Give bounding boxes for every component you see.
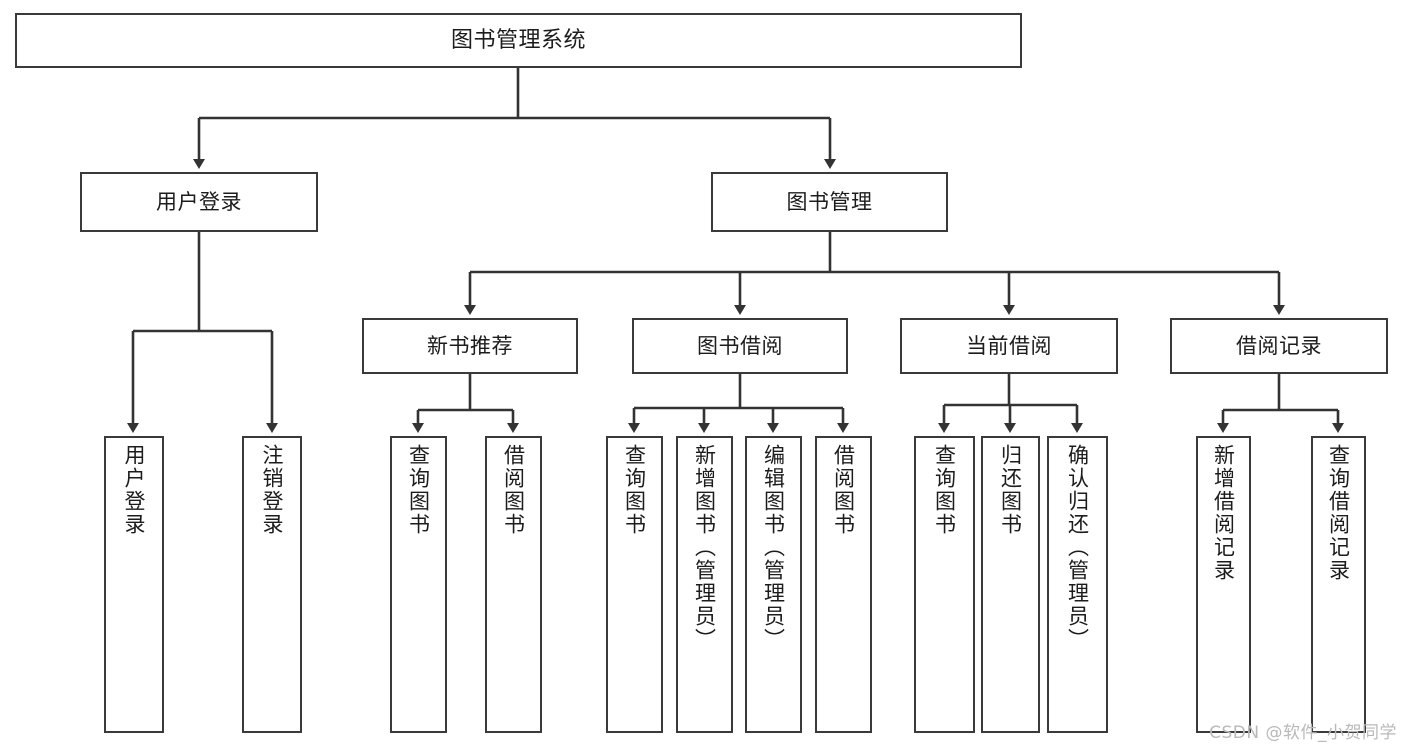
node-book-borrow-label: 图书借阅 [697,333,783,358]
leaf-query-borrow-record[interactable]: 查询借阅记录 [1311,436,1366,733]
leaf-add-borrow-record[interactable]: 新增借阅记录 [1196,436,1251,733]
node-book-management-label: 图书管理 [786,189,873,214]
leaf-borrow-book[interactable]: 借阅图书 [815,436,872,733]
leaf-return-book[interactable]: 归还图书 [981,436,1040,733]
leaf-user-logout[interactable]: 注销登录 [242,436,302,733]
node-current-borrow[interactable]: 当前借阅 [900,318,1118,374]
leaf-query-borrow-record-label: 查询借阅记录 [1326,444,1351,582]
leaf-current-query-book-label: 查询图书 [932,444,957,536]
leaf-rec-borrow-book-label: 借阅图书 [501,444,526,536]
leaf-rec-borrow-book[interactable]: 借阅图书 [485,436,542,733]
leaf-add-borrow-record-label: 新增借阅记录 [1211,444,1236,582]
node-new-book-recommend[interactable]: 新书推荐 [362,318,578,374]
node-root[interactable]: 图书管理系统 [15,13,1022,68]
node-borrow-records-label: 借阅记录 [1236,333,1322,358]
node-borrow-records[interactable]: 借阅记录 [1170,318,1388,374]
leaf-borrow-query-book-label: 查询图书 [622,444,647,536]
leaf-current-query-book[interactable]: 查询图书 [914,436,975,733]
leaf-confirm-return-admin-label: 确认归还（管理员） [1065,444,1090,651]
node-book-borrow[interactable]: 图书借阅 [632,318,848,374]
leaf-user-login-label: 用户登录 [122,444,147,536]
watermark: CSDN @软件_小贺同学 [1209,723,1397,743]
leaf-confirm-return-admin[interactable]: 确认归还（管理员） [1047,436,1108,733]
leaf-rec-query-book[interactable]: 查询图书 [390,436,447,733]
node-user-login-label: 用户登录 [156,189,242,214]
leaf-rec-query-book-label: 查询图书 [406,444,431,536]
node-book-management[interactable]: 图书管理 [711,172,948,232]
node-user-login[interactable]: 用户登录 [80,172,318,232]
leaf-add-book-admin-label: 新增图书（管理员） [692,444,717,651]
leaf-user-logout-label: 注销登录 [260,444,285,536]
leaf-borrow-query-book[interactable]: 查询图书 [606,436,663,733]
leaf-add-book-admin[interactable]: 新增图书（管理员） [676,436,733,733]
leaf-borrow-book-label: 借阅图书 [831,444,856,536]
node-root-label: 图书管理系统 [450,27,586,53]
leaf-user-login[interactable]: 用户登录 [104,436,164,733]
node-new-book-recommend-label: 新书推荐 [427,333,513,358]
leaf-return-book-label: 归还图书 [998,444,1023,536]
leaf-edit-book-admin-label: 编辑图书（管理员） [761,444,786,651]
node-current-borrow-label: 当前借阅 [966,333,1052,358]
leaf-edit-book-admin[interactable]: 编辑图书（管理员） [745,436,802,733]
